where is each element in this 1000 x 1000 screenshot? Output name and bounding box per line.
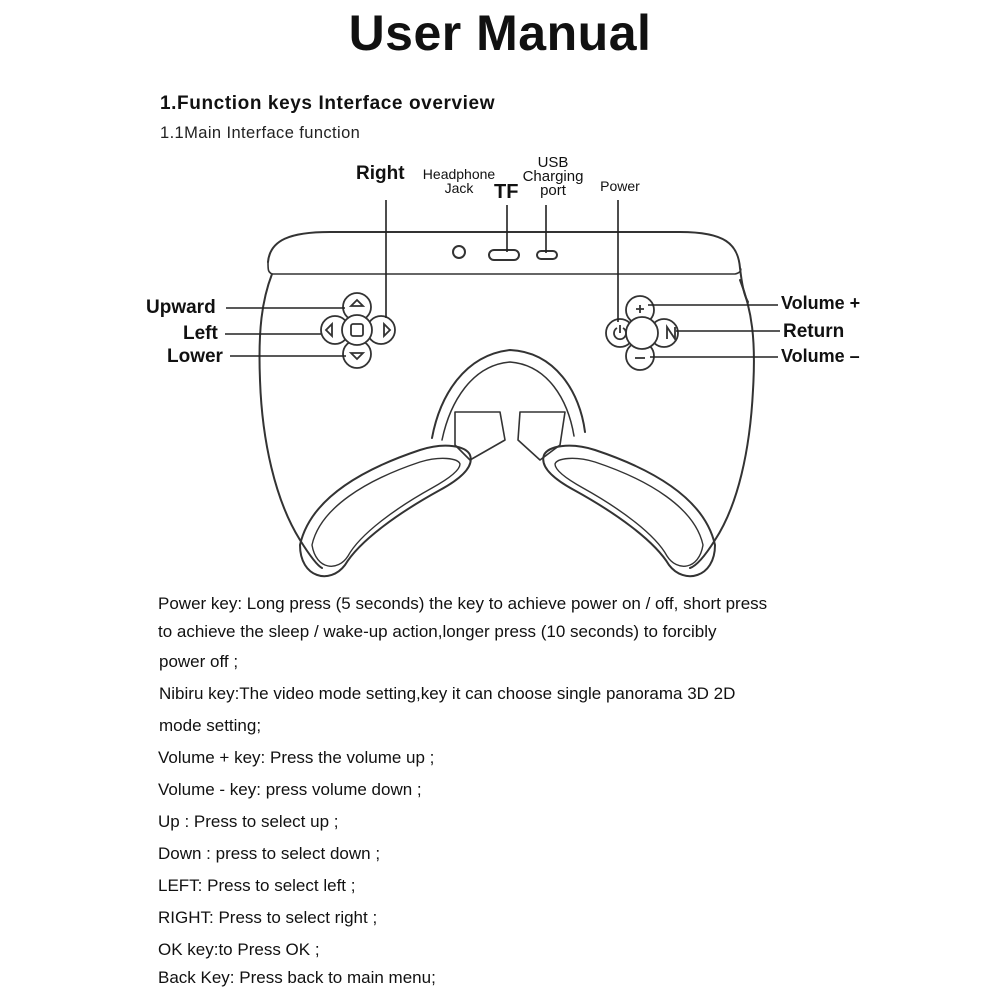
callout-lower: Lower bbox=[167, 346, 223, 367]
desc-line: Nibiru key:The video mode setting,key it… bbox=[159, 684, 736, 703]
callout-usb-line1: USB bbox=[537, 154, 569, 171]
desc-line: power off ; bbox=[159, 652, 239, 671]
desc-line: mode setting; bbox=[159, 716, 262, 735]
callout-upward: Upward bbox=[146, 297, 216, 318]
center-button bbox=[625, 316, 659, 350]
callout-headphone-line1: Headphone bbox=[422, 166, 496, 182]
plus-icon bbox=[636, 305, 644, 313]
subsection-heading: 1.1Main Interface function bbox=[160, 124, 361, 142]
desc-line: OK key:to Press OK ; bbox=[158, 940, 320, 959]
down-arrow-icon bbox=[348, 352, 366, 361]
desc-line: Down : press to select down ; bbox=[158, 844, 381, 863]
callout-usb-line2: Charging bbox=[522, 168, 584, 185]
headset-body-outline bbox=[258, 273, 323, 569]
headset-top-band bbox=[267, 231, 749, 303]
desc-line: Back Key: Press back to main menu; bbox=[158, 968, 436, 987]
desc-line: Up : Press to select up ; bbox=[158, 812, 339, 831]
callout-tf: TF bbox=[494, 181, 519, 203]
ok-square-icon bbox=[350, 323, 364, 337]
callout-headphone-jack: Headphone Jack bbox=[414, 167, 504, 195]
callout-right: Right bbox=[356, 163, 405, 184]
callout-power: Power bbox=[600, 178, 640, 194]
right-arrow-icon bbox=[383, 321, 392, 339]
power-icon bbox=[613, 325, 627, 341]
callout-volume-minus: Volume – bbox=[781, 346, 860, 366]
up-arrow-icon bbox=[348, 298, 366, 307]
callout-usb: USB Charging port bbox=[513, 154, 593, 199]
manual-title: User Manual bbox=[348, 5, 652, 61]
desc-line: LEFT: Press to select left ; bbox=[158, 876, 356, 895]
callout-headphone-line2: Jack bbox=[444, 180, 474, 196]
section-heading: 1.Function keys Interface overview bbox=[160, 93, 496, 114]
nose-arch bbox=[431, 349, 586, 439]
usb-port bbox=[536, 250, 558, 260]
tf-slot bbox=[488, 249, 520, 261]
desc-line: Volume + key: Press the volume up ; bbox=[158, 748, 435, 767]
dpad-ok-button bbox=[341, 314, 373, 346]
left-arrow-icon bbox=[324, 321, 333, 339]
headset-diagram bbox=[225, 200, 780, 578]
nibiru-n-icon bbox=[666, 324, 676, 342]
headphone-jack-port bbox=[452, 245, 466, 259]
left-face-cushion bbox=[299, 444, 472, 578]
callout-volume-plus: Volume + bbox=[781, 293, 861, 313]
callout-return: Return bbox=[783, 321, 845, 342]
desc-line: RIGHT: Press to select right ; bbox=[158, 908, 378, 927]
callout-left: Left bbox=[183, 323, 218, 344]
desc-line: to achieve the sleep / wake-up action,lo… bbox=[158, 622, 717, 641]
callout-usb-line3: port bbox=[540, 182, 566, 199]
right-face-cushion bbox=[542, 444, 716, 578]
desc-line: Power key: Long press (5 seconds) the ke… bbox=[158, 594, 768, 613]
desc-line: Volume - key: press volume down ; bbox=[158, 780, 422, 799]
